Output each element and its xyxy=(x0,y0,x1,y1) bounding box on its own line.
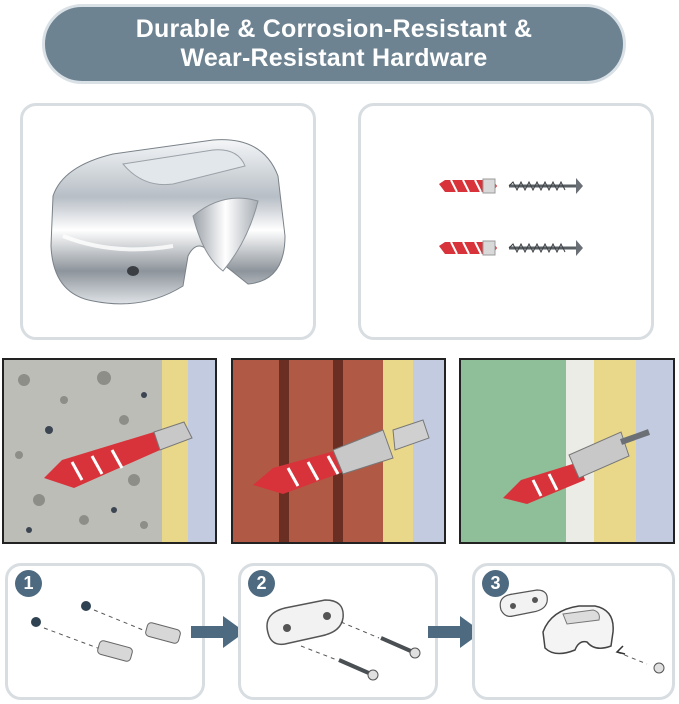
brick-anchor-icon xyxy=(233,360,444,542)
anchor-screw-set-2 xyxy=(439,240,583,256)
brick-wall-photo xyxy=(231,358,446,544)
chrome-holder-icon xyxy=(50,139,286,305)
anchor-screw-set-1 xyxy=(439,178,583,194)
drywall-photo xyxy=(459,358,675,544)
step-2-card: 2 xyxy=(238,563,438,700)
holder-product-card xyxy=(20,103,316,340)
step-1-number: 1 xyxy=(23,573,34,593)
step-2-number: 2 xyxy=(256,573,267,593)
mount-plate-icon xyxy=(266,599,421,681)
screw-kit-card xyxy=(358,103,654,340)
title-line-2: Wear-Resistant Hardware xyxy=(180,44,488,72)
arrow-right-icon-2 xyxy=(428,616,482,648)
step-3-number: 3 xyxy=(490,573,501,593)
title-line-1: Durable & Corrosion-Resistant & xyxy=(135,15,533,43)
step-1-card: 1 xyxy=(5,563,205,700)
concrete-anchor-icon xyxy=(4,360,215,542)
step-3-badge: 3 xyxy=(482,570,509,597)
concrete-wall-photo xyxy=(2,358,217,544)
attach-holder-icon xyxy=(499,589,665,674)
step-3-card: 3 xyxy=(472,563,675,700)
arrow-right-icon xyxy=(191,616,245,648)
drill-holes-icon xyxy=(31,601,181,662)
title-banner: Durable & Corrosion-Resistant & Wear-Res… xyxy=(42,4,626,84)
anchor-screw-kit-icon xyxy=(439,178,583,256)
step-2-badge: 2 xyxy=(248,570,275,597)
drywall-anchor-icon xyxy=(461,360,673,542)
step-1-badge: 1 xyxy=(15,570,42,597)
